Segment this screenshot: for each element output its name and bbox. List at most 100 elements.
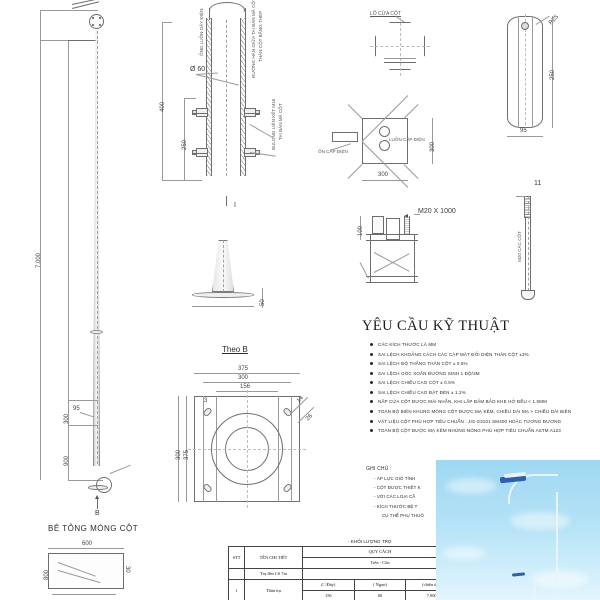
tech-requirement-text: SAI LỆCH CHIỀU CAO ĐẶT ĐÈN ± 1.2% [378,389,466,395]
th-stt: STT [228,546,245,569]
bullet-icon [370,381,373,385]
tech-requirement-text: SAI LỆCH KHOẢNG CÁCH CÁC CẶP MẶT ĐỐI DIỆ… [378,351,529,357]
note-item: - VỚI CÁC LOẠI CẦ [374,494,416,500]
tech-requirement-text: SAI LỆCH ĐỘ THẲNG THÂN CỘT ± 0.5% [378,361,468,367]
note-item: - ÁP LỰC GIÓ TÍNH [374,476,416,481]
dim-375: 375 [238,366,249,372]
dim-400: 400 [160,101,166,112]
bullet-icon [370,362,373,366]
frame-bottom-bar [366,276,418,277]
td-ngon-1: 60 [353,590,407,600]
note-bolt-m16: BULONG LIÊN KẾT M16 [271,98,276,150]
tech-requirement-item: TOÀN BỘ CỘT ĐƯỢC MẠ KẼM NHÚNG NÓNG PHÙ H… [362,428,594,433]
tech-requirement-text: CÁC KÍCH THƯỚC LÀ MM [378,342,437,347]
product-photo [436,460,600,600]
dim-extension [552,16,553,128]
note-item: - KÍCH THƯỚC BỆ T [374,503,418,509]
dim-extension [68,480,103,481]
dim-extension [186,396,187,502]
dim-95-door: 95 [520,128,527,134]
conduit-circle-bottom [379,140,390,151]
td-col-day: (□ Đáy) [302,579,355,591]
dim-line-300 [203,382,291,383]
tech-requirement-item: TOÀN BỘ BIÊN KHUNG MÓNG CỘT ĐƯỢC MẠ KẼM,… [362,409,594,414]
td-blank2 [302,568,458,580]
photo-pole-shaft [556,492,558,600]
bullet-icon [370,400,373,404]
tech-requirement-text: TOÀN BỘ CỘT ĐƯỢC MẠ KẼM NHÚNG NÓNG PHÙ H… [378,428,561,434]
bolt-hook [521,290,535,300]
dim-line-375 [194,373,300,374]
tech-requirement-item: SAI LỆCH CHIỀU CAO CỘT ± 0.5% [362,380,594,385]
dim-extension [360,216,361,240]
door-chord-line [384,62,416,63]
tech-requirement-text: VẬT LIỆU CỘT PHÙ HỢP TIÊU CHUẨN : JIS G3… [378,418,562,424]
anchor-bolt-leg [347,164,363,179]
section-arrow-head [94,495,99,499]
note-cable-conduit: ỐNG LUỒN DÂY ĐIỆN [199,8,204,56]
conduit-circle-top [379,126,390,137]
leader-line [195,74,239,86]
flange-bolts [92,17,101,26]
bolt-shank-right [530,218,531,296]
flange-centerline [226,20,227,176]
bullet-icon [370,419,373,423]
leader-line [414,214,420,215]
bullet-icon [370,343,373,346]
bolt-stud-left [372,216,384,234]
dim-line [507,136,543,137]
dim-95: 95 [73,406,80,412]
anchor-bolt-leg [403,164,419,179]
note-weld-seam: ĐƯỜNG HÀN GIỮA TAI BẢN MÃ CỘT VÀ THÂN CỘ… [251,0,256,78]
tech-requirement-item: SAI LỆCH KHOẢNG CÁCH CÁC CẶP MẶT ĐỐI DIỆ… [362,352,594,357]
dim-50: 50 [260,299,266,306]
center-conduit [386,218,400,240]
pole-centerline [96,16,98,464]
tech-requirement-text: SAI LỆCH GÓC XOẮN ĐƯỜNG SINH 1 ĐỘ/3M [378,370,480,376]
anchor-bolt-leg [403,104,419,119]
dim-250-door: 250 [550,69,556,80]
dim-line [48,548,124,549]
bolt-count: 11 [534,180,542,187]
th-quycach: QUY CÁCH [302,546,458,558]
door-inner-line [532,16,533,128]
dim-300: 300 [64,413,70,424]
dim-tick [162,180,202,181]
dim-300: 300 [238,375,249,381]
dim-300-v: 300 [176,449,182,460]
section-arrow-line [97,497,98,509]
td-ten-1: Thân trụ [244,579,303,600]
table-header-row: STT TÊN CHI TIẾT QUY CÁCH S [228,546,488,569]
label-door-opening: LỖ CỬA CỘT [370,11,401,17]
dim-tick [162,22,172,23]
dim-extension [432,118,433,164]
leader-line [249,124,273,138]
dim-extension [40,10,41,480]
flange-plate-left [206,18,212,176]
bullet-icon [370,390,373,394]
bolt-shank-left [525,218,526,296]
centerline-v [525,14,526,130]
photo-pole-shaft-2 [534,576,536,600]
leader-line [79,412,94,418]
dim-3: 3 [204,398,208,404]
section-mark-i: I [234,202,236,209]
pipe-edge [209,8,210,20]
tech-requirement-text: SAI LỆCH CHIỀU CAO CỘT ± 0.5% [378,380,456,386]
tech-requirement-text: NẮP CỬA CỘT ĐƯỢC MÀI NHẴN, KHI LẮP ĐẢM B… [378,399,547,405]
dim-line [52,594,116,595]
bullet-icon [370,409,373,413]
pipe-top-ellipse [209,2,245,12]
elevation-caption: BÊ TÔNG MÓNG CỘT [48,524,139,533]
anchor-bolt-leg [347,104,363,119]
cloud [532,570,588,588]
note-steel-body: THÂN CỘT BẰNG THÉP [258,10,263,62]
bullet-icon [370,371,373,375]
frame-top-bar2 [366,240,418,241]
dim-total-height: 7.000 [36,252,42,268]
pole-joint-ring [90,330,103,334]
dim-footing-side: 30 [124,566,130,573]
label-cable-route-left: ỐN CÁP ĐIỆN [318,149,348,154]
tech-requirement-text: TOÀN BỘ BIÊN KHUNG MÓNG CỘT ĐƯỢC MẠ KẼM,… [378,408,572,414]
dim-900: 900 [64,455,70,466]
